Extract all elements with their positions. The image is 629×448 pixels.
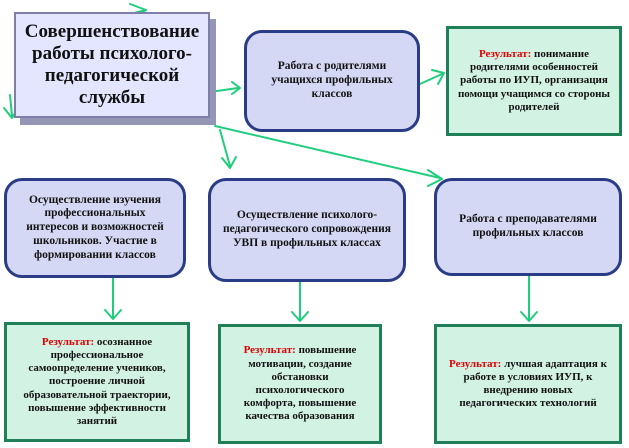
title-text: Совершенствование работы психолого-педаг… <box>24 21 200 108</box>
arrow-title-to-parents <box>209 81 241 95</box>
parents-result-box: Результат: понимание родителями особенно… <box>446 26 622 136</box>
study-text: Осуществление изучения профессиональных … <box>26 193 164 261</box>
study-box: Осуществление изучения профессиональных … <box>4 178 186 278</box>
arrow-title-to-teachers <box>214 125 443 187</box>
arrow-parents-to-result <box>419 69 445 85</box>
teachers-text: Работа с преподавателями профильных клас… <box>459 213 597 239</box>
parents-text: Работа с родителями учащихся профильных … <box>271 60 393 100</box>
arrow-teachers-to-result <box>520 275 538 322</box>
support-result-text: повышение мотивации, создание обстановки… <box>243 344 357 423</box>
support-box: Осуществление психолого-педагогического … <box>208 178 406 282</box>
teachers-box: Работа с преподавателями профильных клас… <box>434 178 622 276</box>
title-box: Совершенствование работы психолого-педаг… <box>14 12 210 118</box>
result-label: Результат: <box>449 357 502 370</box>
result-label: Результат: <box>41 335 95 348</box>
teachers-result-box: Результат: лучшая адаптация к работе в у… <box>434 324 622 444</box>
arrow-support-to-result <box>291 281 309 322</box>
parents-box: Работа с родителями учащихся профильных … <box>244 30 420 132</box>
parents-result-text: понимание родителями особенностей работы… <box>457 48 611 113</box>
support-text: Осуществление психолого-педагогического … <box>223 209 391 249</box>
arrow-study-to-result <box>104 277 122 320</box>
teachers-result-text: лучшая адаптация к работе в условиях ИУП… <box>459 357 607 410</box>
result-label: Результат: <box>243 344 296 357</box>
study-result-text: осознанное профессиональное самоопределе… <box>23 335 171 427</box>
study-result-box: Результат: осознанное профессиональное с… <box>4 322 190 442</box>
result-label: Результат: <box>478 48 532 61</box>
support-result-box: Результат: повышение мотивации, создание… <box>218 324 382 444</box>
arrow-title-to-support <box>219 129 237 169</box>
